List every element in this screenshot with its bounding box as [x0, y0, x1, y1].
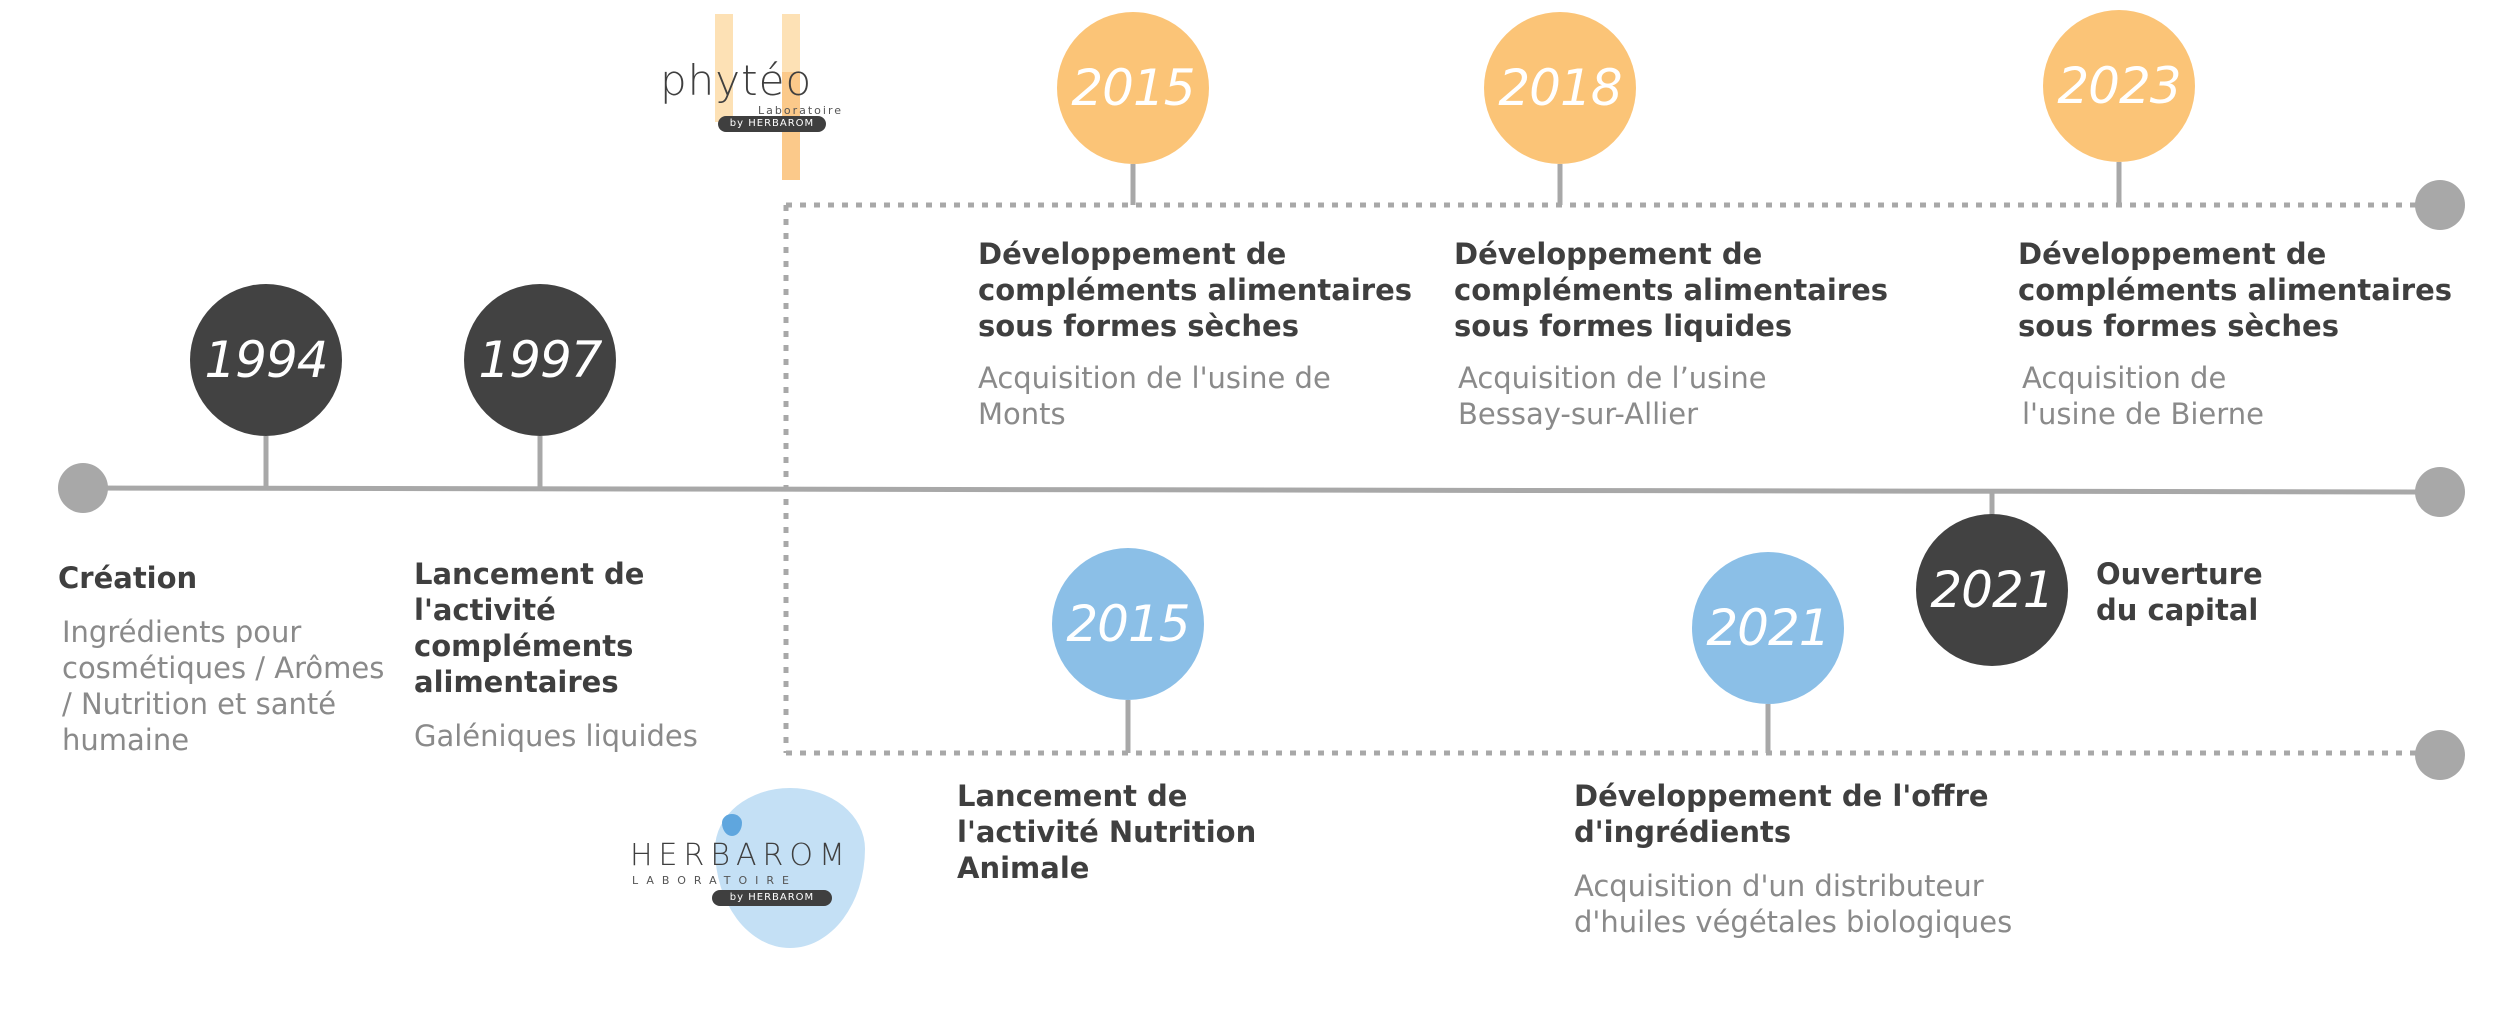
- event-title-1994: Création: [58, 561, 198, 595]
- year-circle-2021-bottom: 2021: [1692, 552, 1844, 704]
- event-title-2015-top: Développement de compléments alimentaire…: [978, 237, 1413, 343]
- event-desc-2023: Acquisition de l'usine de Bierne: [2022, 361, 2264, 431]
- timeline-end-dot: [2415, 467, 2465, 517]
- main-timeline: [81, 485, 2441, 495]
- phyteo-logo-bar: [715, 14, 733, 122]
- year-circle-1997: 1997: [464, 284, 616, 436]
- phyteo-logo-by: by HERBAROM: [718, 116, 826, 132]
- year-circle-2015-bottom: 2015: [1052, 548, 1204, 700]
- event-desc-2015-top: Acquisition de l'usine de Monts: [978, 361, 1331, 431]
- herbarom-drop-shape: [715, 788, 865, 948]
- event-desc-1997: Galéniques liquides: [414, 719, 698, 753]
- herbarom-logo-name: HERBAROM: [630, 838, 851, 873]
- year-circle-2023: 2023: [2043, 10, 2195, 162]
- phyteo-logo-name: phytéo: [660, 56, 813, 105]
- dotted-bottom-end-dot: [2415, 730, 2465, 780]
- event-desc-2021-bottom: Acquisition d'un distributeur d'huiles v…: [1574, 869, 2013, 939]
- herbarom-logo-sub: LABORATOIRE: [632, 874, 797, 887]
- event-desc-1994: Ingrédients pour cosmétiques / Arômes / …: [62, 615, 385, 757]
- timeline-start-dot: [58, 463, 108, 513]
- droplet-icon: [722, 814, 742, 836]
- year-circle-2015-top: 2015: [1057, 12, 1209, 164]
- year-circle-1994: 1994: [190, 284, 342, 436]
- event-title-2023: Développement de compléments alimentaire…: [2018, 237, 2453, 343]
- year-circle-2021-capital: 2021: [1916, 514, 2068, 666]
- dotted-top-end-dot: [2415, 180, 2465, 230]
- event-title-2021-bottom: Développement de l'offre d'ingrédients: [1574, 779, 1989, 849]
- year-circle-2018: 2018: [1484, 12, 1636, 164]
- herbarom-logo-by: by HERBAROM: [712, 890, 832, 906]
- event-title-2018: Développement de compléments alimentaire…: [1454, 237, 1889, 343]
- herbarom-logo: HERBAROM LABORATOIRE by HERBAROM: [620, 778, 870, 958]
- event-desc-2018: Acquisition de l’usine Bessay-sur-Allier: [1458, 361, 1767, 431]
- phyteo-logo-sub: Laboratoire: [758, 104, 843, 117]
- event-title-2015-bottom: Lancement de l'activité Nutrition Animal…: [957, 779, 1257, 885]
- event-title-1997: Lancement de l'activité compléments alim…: [414, 557, 645, 699]
- phyteo-logo: phytéo Laboratoire by HERBAROM: [660, 12, 843, 182]
- event-title-2021-capital: Ouverture du capital: [2096, 557, 2263, 627]
